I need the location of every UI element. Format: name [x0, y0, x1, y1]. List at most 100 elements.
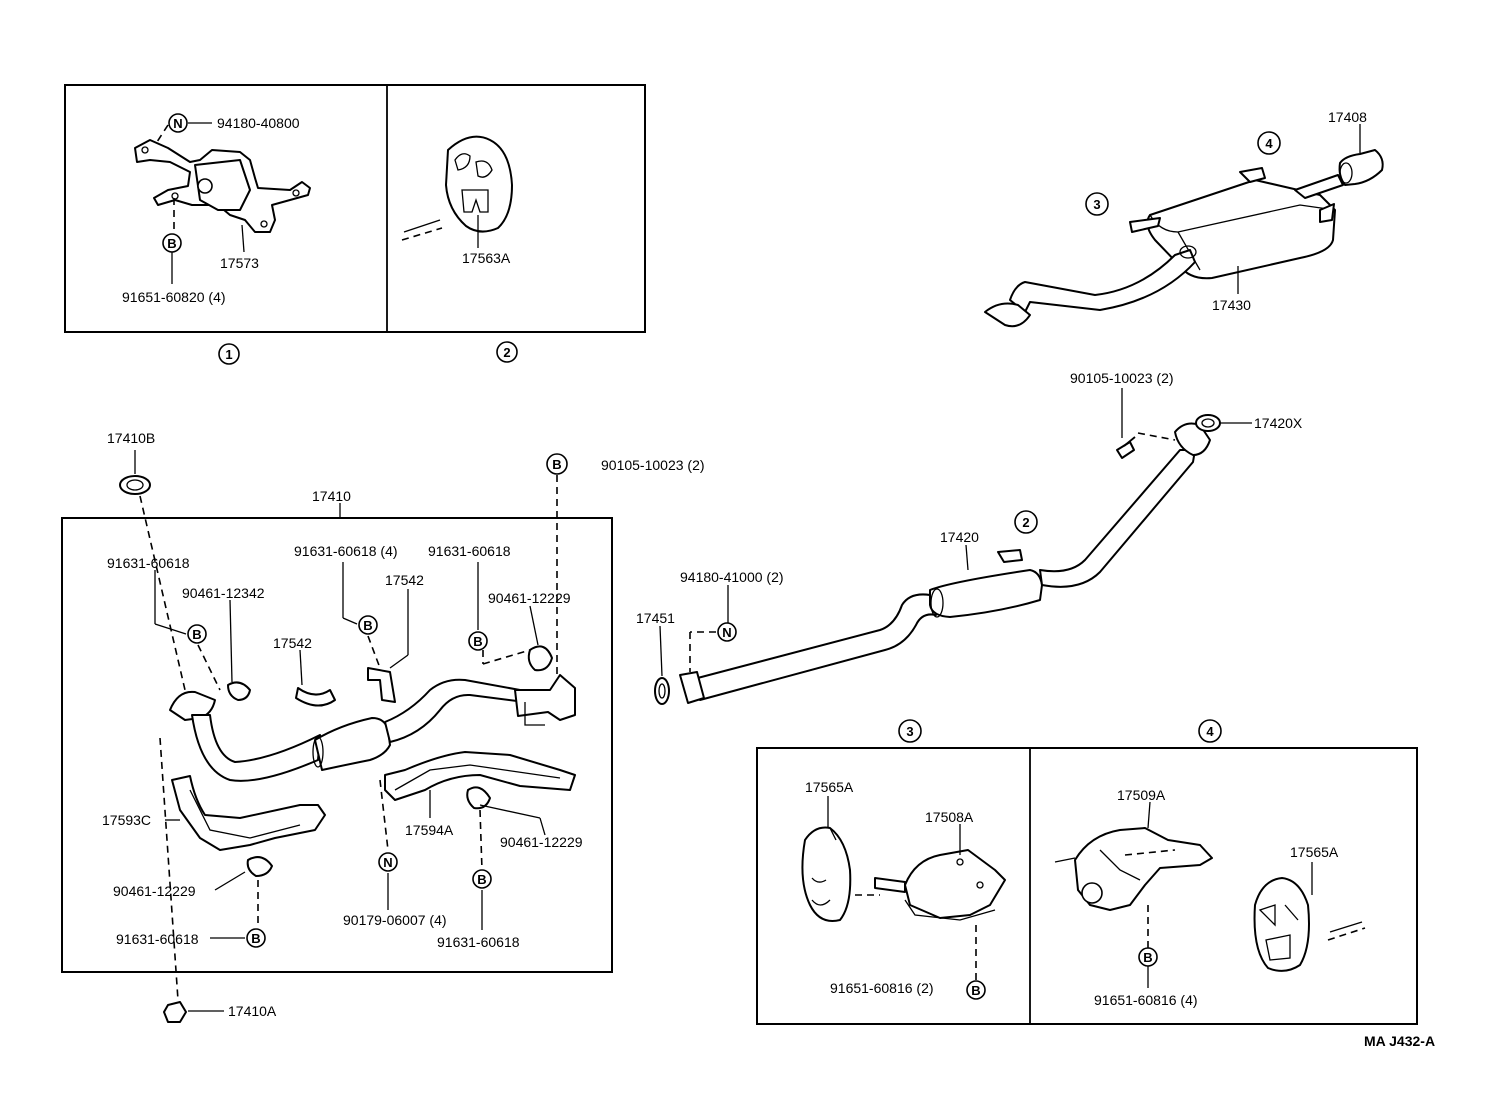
gasket-17410B — [119, 475, 151, 495]
nut-symbol-center: N — [717, 622, 737, 642]
detail-box-1-2-frame — [64, 84, 646, 333]
svg-text:B: B — [192, 627, 201, 642]
part-label-17508A: 17508A — [925, 809, 974, 825]
part-label-17542-top: 17542 — [385, 572, 424, 588]
part-label-90179-06007: 90179-06007 (4) — [343, 912, 447, 928]
detail-number-4: 4 — [1198, 719, 1222, 743]
diagram-code: MA J432-A — [1364, 1033, 1435, 1049]
svg-text:3: 3 — [906, 724, 913, 739]
part-label-17509A: 17509A — [1117, 787, 1166, 803]
detail-number-3: 3 — [898, 719, 922, 743]
part-label-91651-60816-4: 91651-60816 (4) — [1094, 992, 1198, 1008]
part-label-17420X: 17420X — [1254, 415, 1303, 431]
svg-text:B: B — [1143, 950, 1152, 965]
part-label-91631-60618-c: 91631-60618 — [116, 931, 199, 947]
bolt-symbol-front-3: B — [468, 631, 488, 651]
bolt-symbol-front-5: B — [246, 928, 266, 948]
bolt-symbol-front-1: B — [187, 624, 207, 644]
svg-text:1: 1 — [225, 347, 232, 362]
clamp-17542-b — [367, 667, 396, 703]
hanger-pin-3 — [874, 877, 906, 893]
part-label-94180-40800: 94180-40800 — [217, 115, 300, 131]
svg-text:3: 3 — [1093, 197, 1100, 212]
part-label-17420: 17420 — [940, 529, 979, 545]
part-label-17563A: 17563A — [462, 250, 511, 266]
clip-90461-12229-top — [527, 645, 553, 672]
centerline-front — [139, 495, 186, 691]
center-exhaust-pipe — [679, 422, 1211, 704]
bolt-symbol-box1: B — [162, 233, 182, 253]
clamp-17542-a — [295, 687, 336, 707]
part-label-91631-60618-d: 91631-60618 — [437, 934, 520, 950]
part-label-17430: 17430 — [1212, 297, 1251, 313]
svg-text:B: B — [473, 634, 482, 649]
part-label-17573: 17573 — [220, 255, 259, 271]
centerline-17410A — [159, 737, 179, 1001]
part-label-90105-10023-front: 90105-10023 (2) — [601, 457, 705, 473]
detail-box-3-4-frame — [756, 747, 1418, 1025]
nut-17410A — [163, 1001, 187, 1023]
front-pipe-box-frame — [61, 517, 613, 973]
gasket-17451 — [654, 677, 670, 705]
part-label-91631-60618-4: 91631-60618 (4) — [294, 543, 398, 559]
svg-text:B: B — [251, 931, 260, 946]
rubber-hanger-4 — [1253, 877, 1310, 972]
rubber-hanger-2 — [445, 135, 513, 233]
part-label-17410A: 17410A — [228, 1003, 277, 1019]
svg-text:B: B — [552, 457, 561, 472]
heat-shield-17593C — [171, 775, 326, 851]
nut-symbol-box1: N — [168, 113, 188, 133]
nut-symbol-front: N — [378, 852, 398, 872]
bolt-symbol-front-top: B — [546, 453, 568, 475]
part-label-90105-10023-center: 90105-10023 (2) — [1070, 370, 1174, 386]
hanger-rod-2 — [401, 227, 443, 241]
heat-shield-17594A — [384, 751, 576, 801]
part-label-91631-60618-b: 91631-60618 — [428, 543, 511, 559]
svg-text:N: N — [722, 625, 731, 640]
part-label-17565A-box3: 17565A — [805, 779, 854, 795]
svg-text:B: B — [363, 618, 372, 633]
bolt-symbol-front-4: B — [472, 869, 492, 889]
svg-text:2: 2 — [503, 345, 510, 360]
detail-number-1: 1 — [218, 343, 240, 365]
part-label-17542-mid: 17542 — [273, 635, 312, 651]
part-label-90461-12229-a: 90461-12229 — [488, 590, 571, 606]
part-label-90461-12342: 90461-12342 — [182, 585, 265, 601]
svg-text:N: N — [383, 855, 392, 870]
svg-text:4: 4 — [1206, 724, 1214, 739]
tailpipe-tip — [1338, 149, 1384, 186]
part-label-91651-60820: 91651-60820 (4) — [122, 289, 226, 305]
part-label-91651-60816-2: 91651-60816 (2) — [830, 980, 934, 996]
part-label-90461-12229-c: 90461-12229 — [500, 834, 583, 850]
hanger-ref-3-tail: 3 — [1085, 192, 1109, 216]
bracket-assembly-1 — [134, 139, 311, 233]
hanger-ref-4-tail: 4 — [1257, 131, 1281, 155]
svg-text:B: B — [971, 983, 980, 998]
part-label-94180-41000: 94180-41000 (2) — [680, 569, 784, 585]
front-pipe-title: 17410 — [312, 488, 351, 504]
svg-text:2: 2 — [1022, 515, 1029, 530]
part-label-17593C: 17593C — [102, 812, 151, 828]
bracket-17509A — [1054, 827, 1213, 911]
clip-90461-12229-low — [246, 856, 273, 877]
nut-symbol-label: N — [173, 116, 182, 131]
part-label-17408: 17408 — [1328, 109, 1367, 125]
rubber-hanger-3 — [801, 826, 852, 922]
bolt-symbol-front-2: B — [358, 615, 378, 635]
svg-text:4: 4 — [1265, 136, 1273, 151]
clip-90461-12342 — [227, 681, 251, 701]
tail-pipe-muffler — [984, 167, 1344, 328]
hanger-ref-2-center: 2 — [1014, 510, 1038, 534]
part-label-17451: 17451 — [636, 610, 675, 626]
part-label-17410B: 17410B — [107, 430, 155, 446]
bolt-90105-center — [1116, 436, 1136, 459]
svg-text:B: B — [477, 872, 486, 887]
gasket-17420X — [1195, 414, 1221, 432]
clip-90461-12229-mid — [466, 786, 491, 810]
part-label-90461-12229-b: 90461-12229 — [113, 883, 196, 899]
detail-number-2: 2 — [496, 341, 518, 363]
bolt-symbol-label: B — [167, 236, 176, 251]
bolt-symbol-box4: B — [1138, 947, 1158, 967]
part-label-17594A: 17594A — [405, 822, 454, 838]
